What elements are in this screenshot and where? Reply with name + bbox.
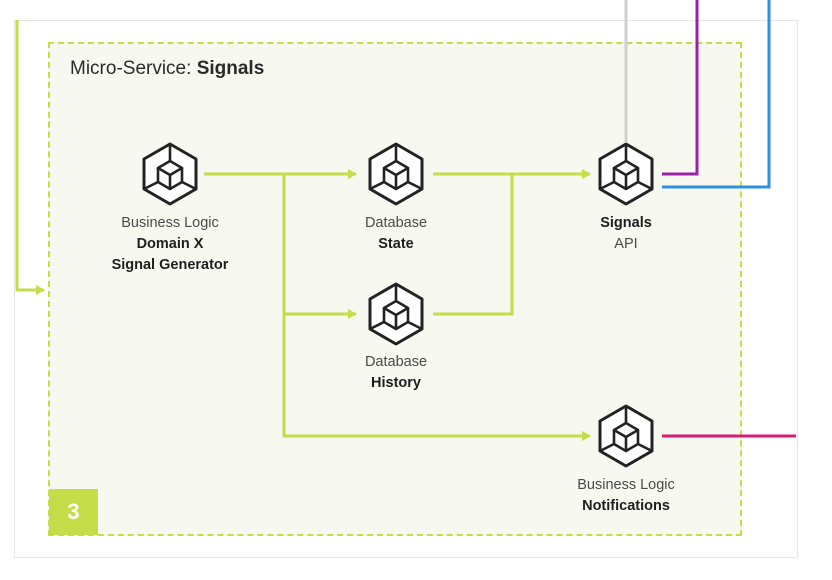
node-label-line: Database [364, 215, 428, 231]
node-label-notifications: Business Logic Notifications [577, 475, 675, 517]
service-title-prefix: Micro-Service: [70, 58, 197, 79]
node-label-database-history: Database History [365, 352, 427, 394]
cube-icon [142, 142, 198, 206]
service-title-name: Signals [196, 58, 265, 79]
cube-icon [368, 142, 424, 206]
edge-blue-external [662, 0, 771, 189]
service-title: Micro-Service: Signals [70, 58, 264, 80]
node-label-line: Signals [600, 215, 652, 231]
edge-generator-notifications [282, 314, 591, 441]
cube-icon [368, 282, 424, 346]
node-label-database-state: Database State [365, 213, 427, 255]
edge-purple-external [662, 0, 699, 176]
service-number-badge: 3 [49, 489, 98, 535]
edge-generator-history [282, 174, 357, 319]
incoming-edge-left [15, 20, 45, 295]
node-label-line: Business Logic [577, 477, 675, 493]
node-label-line: API [614, 236, 638, 252]
node-label-signals-api: Signals API [600, 213, 652, 255]
cube-icon [598, 142, 654, 206]
node-label-line: Database [364, 354, 428, 370]
node-label-line: Signal Generator [111, 257, 229, 273]
node-label-line: Notifications [582, 498, 670, 514]
node-label-line: State [378, 236, 414, 252]
cube-icon [598, 404, 654, 468]
node-label-line: History [371, 375, 421, 391]
node-label-signal-generator: Business Logic Domain X Signal Generator [112, 213, 229, 276]
node-label-line: Business Logic [121, 215, 219, 231]
node-label-line: Domain X [136, 236, 204, 252]
edge-history-api [433, 174, 514, 316]
